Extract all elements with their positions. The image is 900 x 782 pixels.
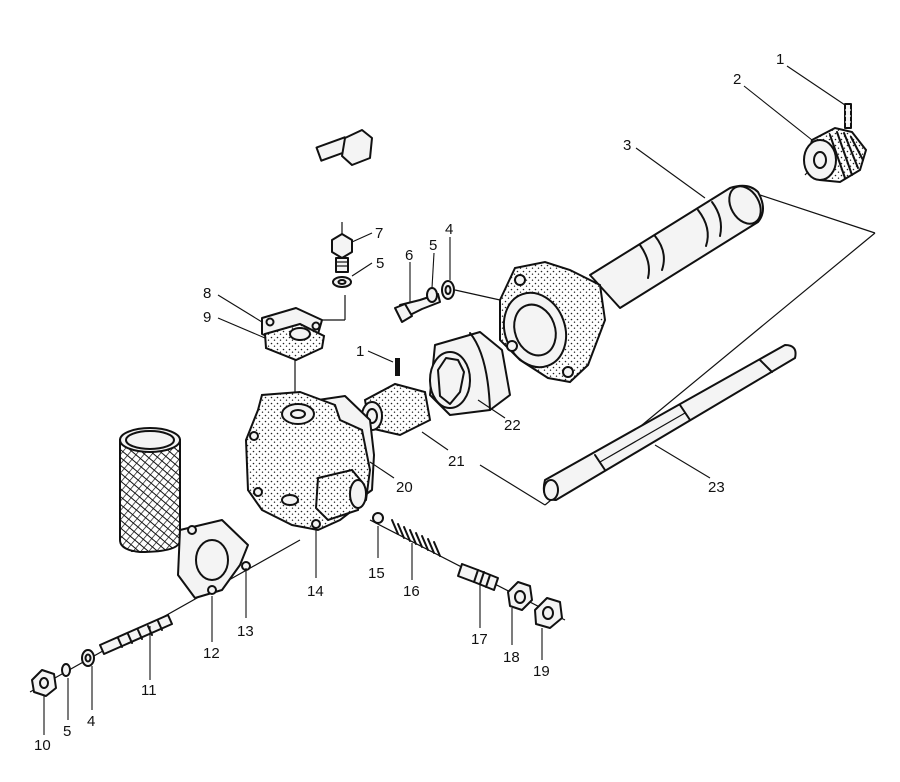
label-part-22: 22 <box>504 417 521 434</box>
label-part-17: 17 <box>471 631 488 648</box>
part-23-shaft <box>542 344 797 501</box>
label-part-13: 13 <box>237 623 254 640</box>
label-part-3: 3 <box>623 137 631 154</box>
part-19-nut <box>534 597 563 629</box>
oil-pipe <box>261 129 373 362</box>
label-part-7: 7 <box>375 225 383 242</box>
part-6-bolt-assembly <box>394 280 455 323</box>
part-2-gear <box>803 126 868 184</box>
label-part-16: 16 <box>403 583 420 600</box>
label-part-23: 23 <box>708 479 725 496</box>
part-1-pin <box>844 103 852 129</box>
label-part-19: 19 <box>533 663 550 680</box>
part-labels: 1 2 3 7 5 6 5 4 8 9 1 22 21 20 23 15 16 … <box>34 51 784 754</box>
part-22-outer-rotor <box>429 331 511 416</box>
label-part-5-top: 5 <box>376 255 384 272</box>
label-part-21: 21 <box>448 453 465 470</box>
part-17-adjuster-screw <box>457 563 499 591</box>
part-10-nut <box>31 669 57 697</box>
label-part-15: 15 <box>368 565 385 582</box>
label-part-14: 14 <box>307 583 324 600</box>
part-21-inner-rotor <box>361 382 432 437</box>
part-7-bolt <box>331 222 353 288</box>
label-part-6: 6 <box>405 247 413 264</box>
label-part-1-center: 1 <box>356 343 364 360</box>
label-part-4-bottom: 4 <box>87 713 95 730</box>
part-11-stud <box>99 614 173 655</box>
label-part-1-top: 1 <box>776 51 784 68</box>
part-18-nut <box>507 581 533 611</box>
label-part-5-bottom: 5 <box>63 723 71 740</box>
part-1-center-pin <box>395 358 400 376</box>
label-part-12: 12 <box>203 645 220 662</box>
label-part-2: 2 <box>733 71 741 88</box>
label-part-9: 9 <box>203 309 211 326</box>
part-14-pump-body <box>244 390 372 532</box>
part-4-washer <box>81 649 95 667</box>
label-part-10: 10 <box>34 737 51 754</box>
part-3-drive-housing <box>499 184 764 384</box>
strainer-assembly <box>119 427 251 599</box>
part-16-spring <box>391 519 441 557</box>
label-part-8: 8 <box>203 285 211 302</box>
label-part-11: 11 <box>141 682 157 699</box>
part-15-ball <box>372 512 384 524</box>
label-part-4-top: 4 <box>445 221 453 238</box>
label-leaders <box>43 65 846 735</box>
label-part-18: 18 <box>503 649 520 666</box>
label-part-20: 20 <box>396 479 413 496</box>
label-part-5-mid: 5 <box>429 237 437 254</box>
part-5-lockwasher <box>61 663 71 677</box>
